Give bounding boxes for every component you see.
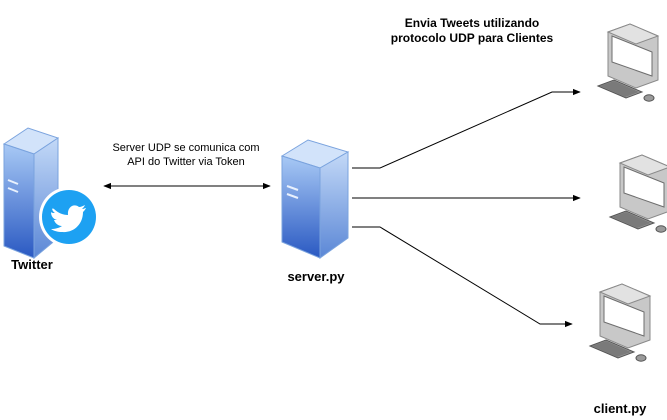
desktop-computer-icon (597, 23, 659, 102)
server-client-connector-top (352, 88, 581, 169)
twitter-edge-label-line1: Server UDP se comunica com (112, 142, 260, 154)
twitter-node-label: Twitter (11, 257, 53, 272)
clients-edge-label-line2: protocolo UDP para Clientes (390, 31, 554, 45)
client-node-label: client.py (593, 401, 647, 416)
desktop-computer-icon (589, 283, 651, 362)
twitter-edge-label-line2: API do Twitter via Token (127, 156, 245, 168)
clients-edge-label-line1: Envia Tweets utilizando (404, 16, 540, 30)
twitter-bird-icon (39, 187, 99, 247)
desktop-computer-icon (609, 154, 667, 233)
server-client-connector-bottom (352, 226, 573, 328)
clients-edge-label: Envia Tweets utilizando protocolo UDP pa… (352, 16, 592, 46)
twitter-edge-label: Server UDP se comunica com API do Twitte… (96, 141, 276, 169)
server-tower-icon (280, 139, 350, 259)
server-node-label: server.py (287, 269, 345, 284)
